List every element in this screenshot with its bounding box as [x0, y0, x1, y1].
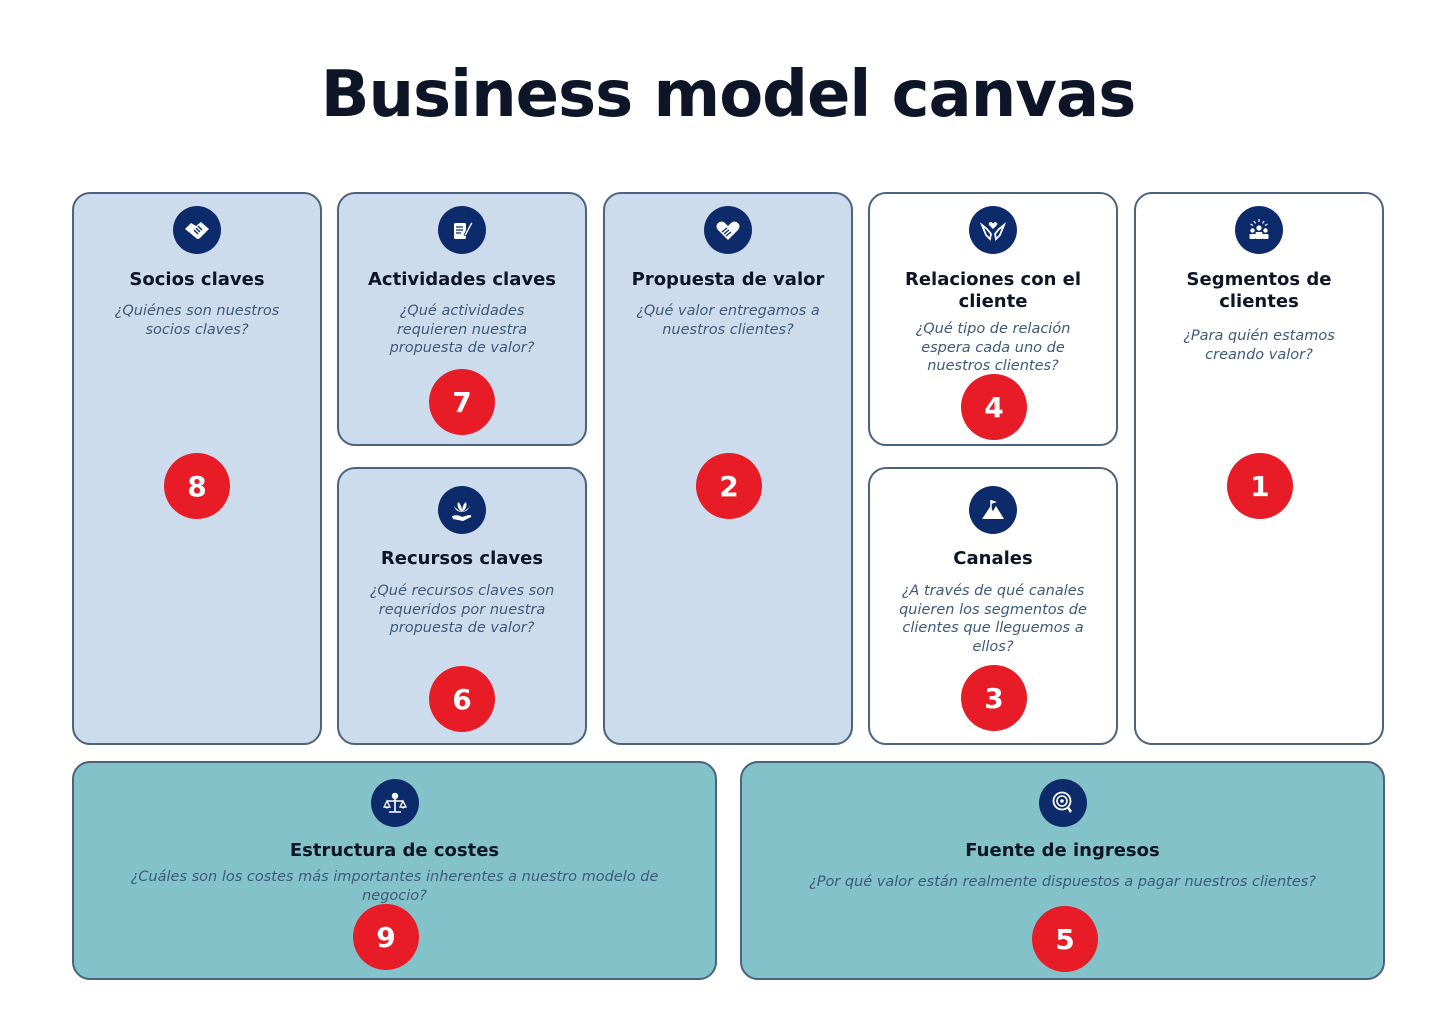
number-badge: 7 — [429, 369, 495, 435]
number-badge: 5 — [1032, 906, 1098, 972]
scale-dollar-icon — [370, 779, 419, 827]
hands-heart-icon — [969, 206, 1017, 254]
block-question: ¿Por qué valor están realmente dispuesto… — [809, 874, 1316, 890]
people-group-icon — [1235, 206, 1283, 254]
number-badge: 3 — [961, 665, 1027, 731]
target-icon — [1038, 779, 1087, 827]
block-title: Fuente de ingresos — [965, 840, 1160, 861]
plant-hand-icon — [438, 486, 486, 534]
block-question: ¿Qué actividades requieren nuestra propu… — [389, 303, 535, 356]
number-badge: 8 — [164, 453, 230, 519]
mountain-flag-icon — [969, 486, 1017, 534]
block-title: Canales — [953, 548, 1033, 569]
block-title: Propuesta de valor — [631, 269, 825, 290]
block-title: Estructura de costes — [289, 840, 500, 861]
block-title: Relaciones con el cliente — [904, 269, 1082, 312]
block-segmentos-de-clientes: Segmentos de clientes ¿Para quién estamo… — [1134, 192, 1384, 745]
number-badge: 6 — [429, 666, 495, 732]
handshake-icon — [173, 206, 221, 254]
block-propuesta-de-valor: Propuesta de valor ¿Qué valor entregamos… — [603, 192, 853, 745]
block-fuente-de-ingresos: Fuente de ingresos ¿Por qué valor están … — [740, 761, 1385, 980]
block-question: ¿Quiénes son nuestros socios claves? — [114, 303, 280, 338]
page-title: Business model canvas — [320, 58, 1137, 132]
block-actividades-claves: Actividades claves ¿Qué actividades requ… — [337, 192, 587, 446]
block-question: ¿Qué recursos claves son requeridos por … — [369, 583, 555, 636]
number-badge: 4 — [961, 374, 1027, 440]
block-question: ¿Qué valor entregamos a nuestros cliente… — [636, 303, 820, 338]
block-question: ¿Para quién estamos creando valor? — [1183, 328, 1335, 363]
number-badge: 2 — [696, 453, 762, 519]
block-question: ¿A través de qué canales quieren los seg… — [899, 583, 1087, 655]
number-badge: 1 — [1227, 453, 1293, 519]
block-relaciones-con-el-cliente: Relaciones con el cliente ¿Qué tipo de r… — [868, 192, 1118, 446]
block-title: Actividades claves — [367, 269, 557, 290]
block-question: ¿Qué tipo de relación espera cada uno de… — [915, 321, 1071, 374]
block-title: Socios claves — [129, 269, 265, 290]
block-question: ¿Cuáles son los costes más importantes i… — [130, 869, 659, 904]
block-socios-claves: Socios claves ¿Quiénes son nuestros soci… — [72, 192, 322, 745]
checklist-pen-icon — [438, 206, 486, 254]
block-estructura-de-costes: Estructura de costes ¿Cuáles son los cos… — [72, 761, 717, 980]
block-title: Recursos claves — [380, 548, 544, 569]
block-recursos-claves: Recursos claves ¿Qué recursos claves son… — [337, 467, 587, 745]
block-canales: Canales ¿A través de qué canales quieren… — [868, 467, 1118, 745]
block-title: Segmentos de clientes — [1186, 269, 1332, 312]
number-badge: 9 — [353, 904, 419, 970]
heart-hand-icon — [704, 206, 752, 254]
